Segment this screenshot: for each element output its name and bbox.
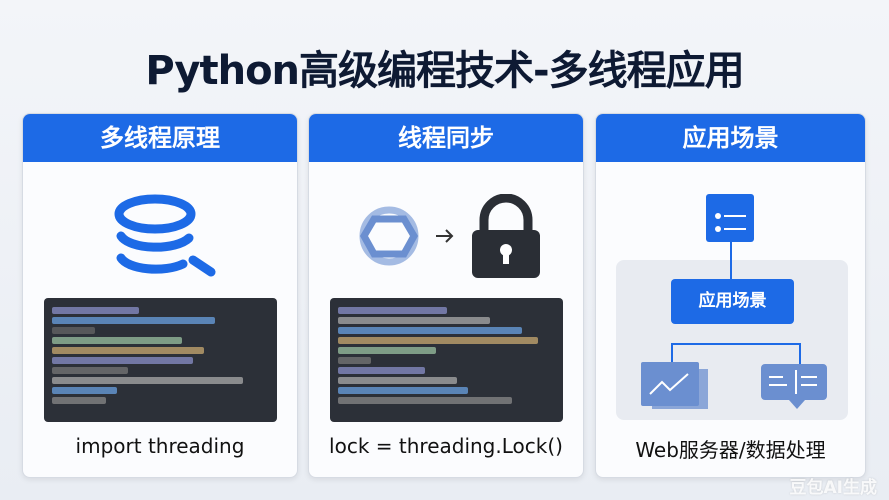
server-list-icon: [706, 194, 754, 242]
code-block: [330, 298, 563, 422]
document-icon: [761, 364, 827, 409]
openai-knot-icon: [359, 206, 419, 266]
card-caption: import threading: [75, 434, 245, 458]
watermark: 豆包AI生成: [789, 478, 877, 498]
center-node: 应用场景: [671, 279, 794, 324]
card-header: 线程同步: [309, 114, 583, 162]
card-thread-sync: 线程同步 lock = threading.Lock(): [308, 113, 584, 478]
arrow-right-icon: [436, 229, 454, 243]
card-header: 多线程原理: [23, 114, 297, 162]
hierarchy-diagram: [641, 194, 827, 409]
code-block: [44, 298, 277, 422]
sync-to-lock-illustration: [359, 194, 540, 278]
database-search-icon: [114, 194, 216, 277]
card-caption: lock = threading.Lock(): [329, 434, 563, 458]
chart-window-icon: [641, 362, 708, 409]
page-title: Python高级编程技术-多线程应用: [145, 48, 744, 94]
card-header: 应用场景: [596, 114, 865, 162]
card-threading-principle: 多线程原理 import threading: [22, 113, 298, 478]
card-caption: Web服务器/数据处理: [635, 438, 826, 462]
card-use-cases: 应用场景 应用场景 Web服务器/数据处理: [595, 113, 866, 478]
lock-icon: [472, 194, 540, 278]
